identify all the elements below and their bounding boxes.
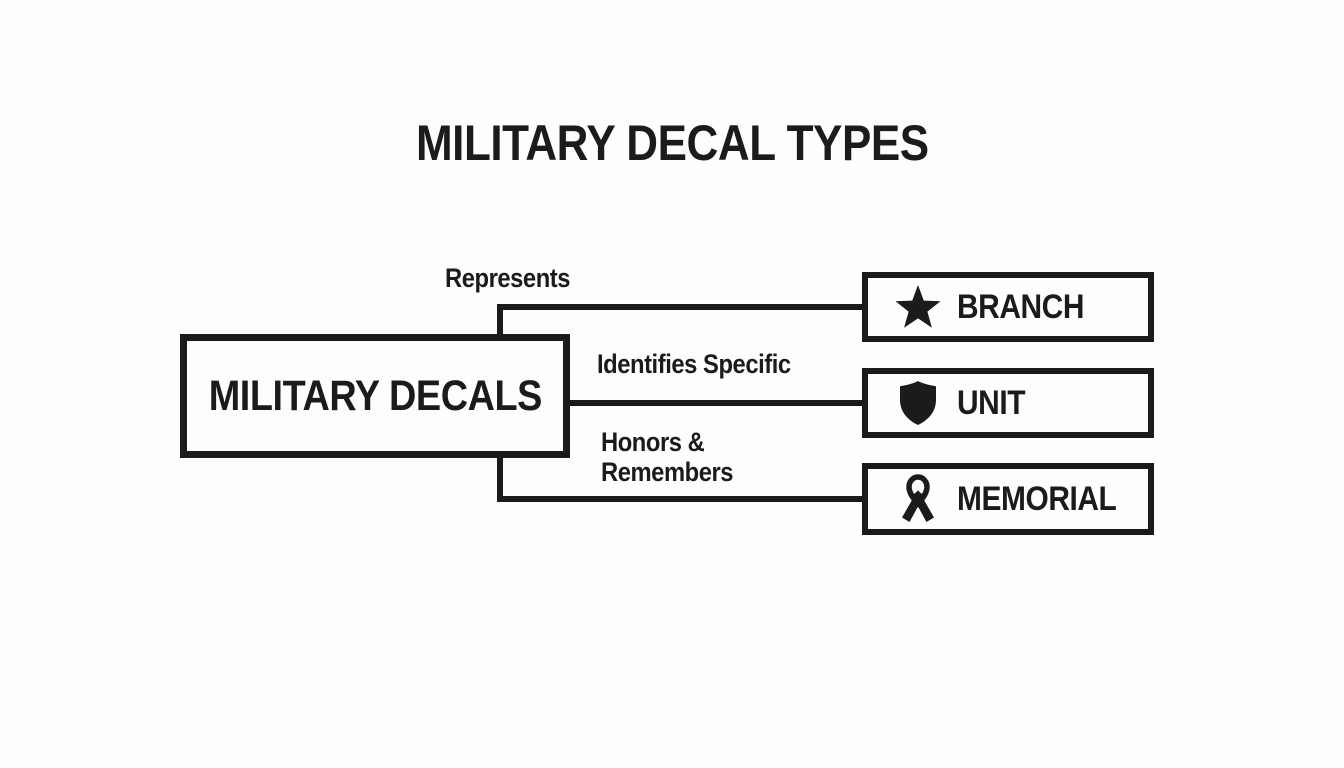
edge-label-identifies-specific: Identifies Specific	[597, 349, 791, 379]
page-title-text: MILITARY DECAL TYPES	[415, 115, 929, 171]
edge-memorial-vertical-line	[497, 456, 503, 502]
edge-unit-line	[565, 400, 862, 406]
edge-branch-horizontal-line	[497, 304, 862, 310]
ribbon-icon	[894, 473, 942, 525]
edge-label-represents: Represents	[445, 263, 571, 293]
root-node-military-decals: MILITARY DECALS	[180, 334, 570, 458]
node-branch-label: BRANCH	[957, 287, 1085, 326]
node-branch: BRANCH	[862, 272, 1154, 342]
shield-icon	[894, 377, 942, 429]
edge-memorial-horizontal-line	[497, 496, 862, 502]
node-unit: UNIT	[862, 368, 1154, 438]
node-memorial-label: MEMORIAL	[957, 479, 1117, 518]
edge-label-honors-remembers: Honors & Remembers	[601, 427, 734, 488]
page-title: MILITARY DECAL TYPES	[0, 118, 1344, 168]
star-icon	[894, 281, 942, 333]
root-node-label: MILITARY DECALS	[208, 371, 542, 420]
node-unit-label: UNIT	[957, 383, 1026, 422]
node-memorial: MEMORIAL	[862, 463, 1154, 535]
edge-branch-vertical-line	[497, 304, 503, 336]
